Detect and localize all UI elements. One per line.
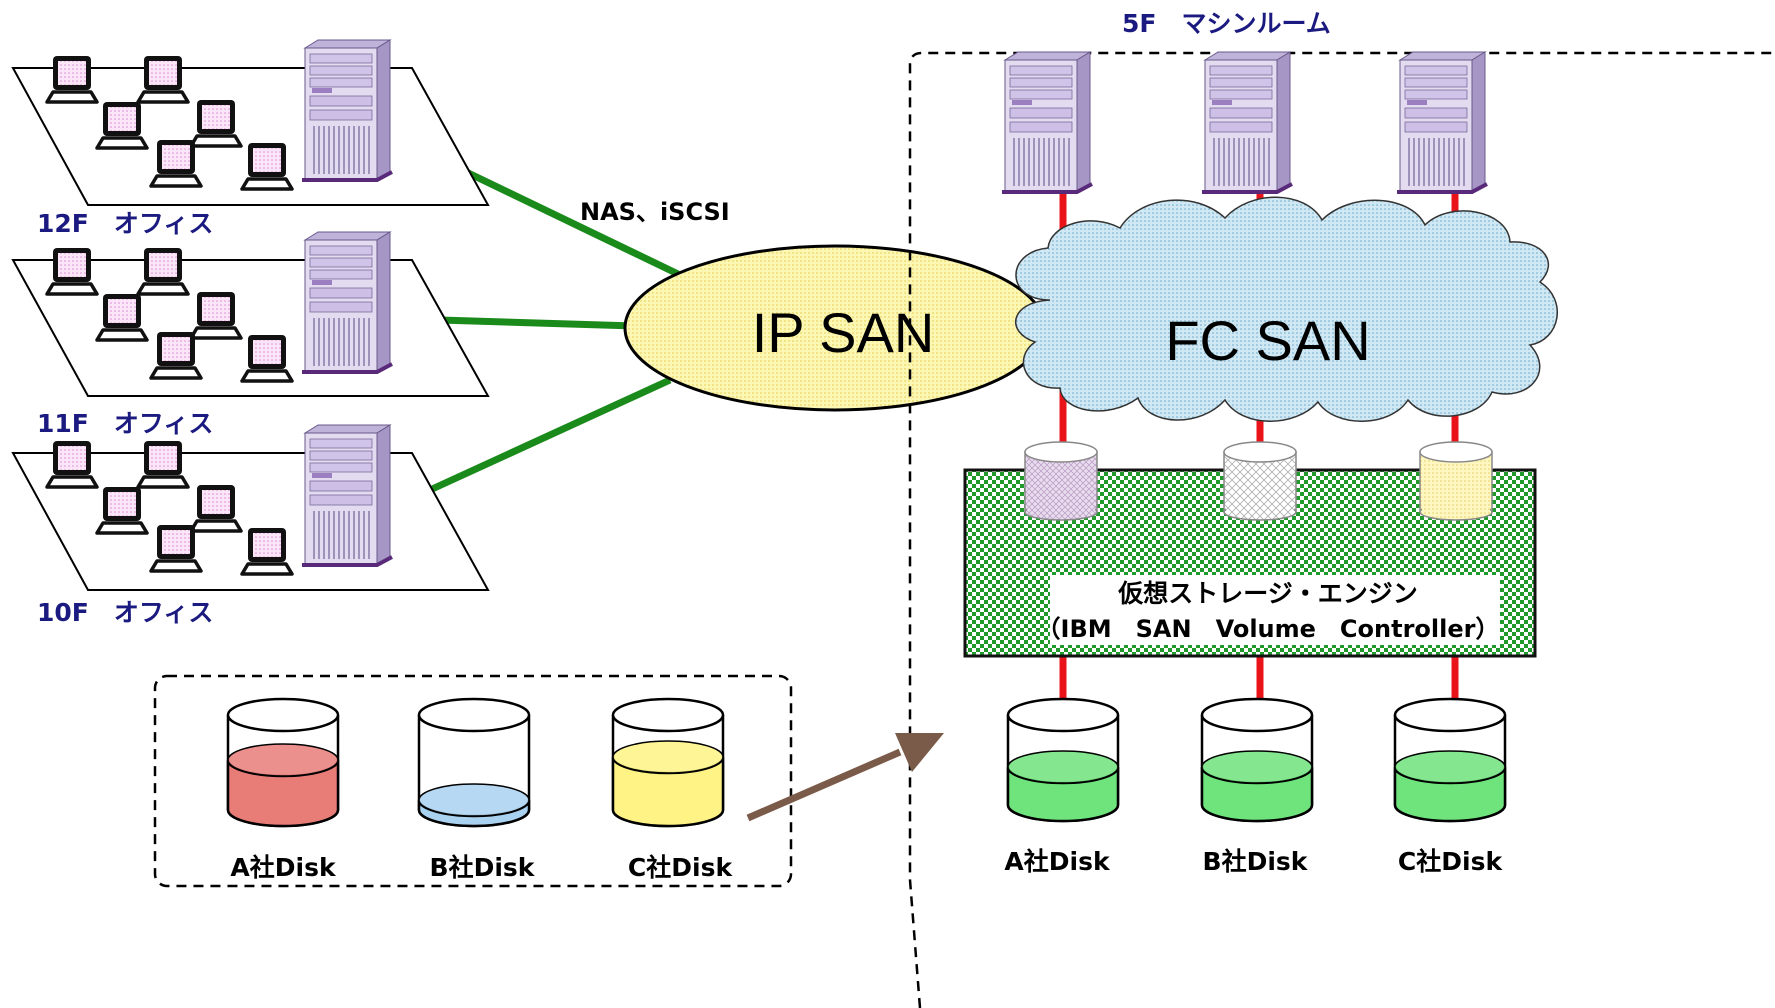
link-10f-ip-san: [428, 376, 672, 494]
disk-cylinder-icon: [1200, 697, 1314, 823]
floor-label: 12F オフィス: [37, 209, 213, 238]
protocol-label: NAS、iSCSI: [580, 198, 730, 226]
disk-label: C社Disk: [628, 853, 734, 882]
server-icon: [1200, 50, 1294, 194]
engine-title: 仮想ストレージ・エンジン: [1117, 579, 1418, 608]
server-icon: [300, 38, 394, 182]
legacy-disk-group: [153, 674, 793, 888]
disk-label: B社Disk: [430, 853, 536, 882]
engine-label-panel: [1050, 575, 1500, 645]
ip-san-label: IP SAN: [752, 301, 935, 364]
floor-label: 11F オフィス: [37, 409, 213, 438]
floor-10f: 10F オフィス: [11, 423, 490, 627]
disk-cylinder-icon: [1006, 697, 1120, 823]
engine-subtitle: （IBM SAN Volume Controller）: [1037, 615, 1500, 643]
machine-room-boundary: [908, 51, 1775, 1008]
fc-san-cloud: [1015, 196, 1558, 422]
disk-label: A社Disk: [1004, 847, 1111, 876]
disk-cylinder-icon: [1393, 697, 1507, 823]
disk-cylinder-icon: [417, 697, 531, 828]
migration-arrow: [746, 733, 944, 822]
server-icon: [1395, 50, 1489, 194]
fc-san: FC SAN: [1015, 196, 1558, 422]
floor-12f: 12F オフィス: [11, 38, 490, 238]
server-icon: [300, 230, 394, 374]
link-11f-ip-san: [439, 316, 636, 330]
floor-label: 10F オフィス: [37, 598, 213, 627]
virtual-disk: [1419, 441, 1493, 521]
machine-room-label: 5F マシンルーム: [1122, 9, 1331, 38]
disk-cylinder-icon: [611, 697, 725, 828]
ip-san: IP SAN: [623, 244, 1047, 412]
server-icon: [1000, 50, 1094, 194]
disk-cylinder-icon: [226, 697, 340, 828]
disk-label: A社Disk: [230, 853, 337, 882]
ip-links: [428, 166, 680, 494]
server-icon: [300, 423, 394, 567]
disk-label: C社Disk: [1398, 847, 1504, 876]
virtual-disk: [1024, 441, 1098, 521]
fc-san-label: FC SAN: [1165, 309, 1370, 372]
link-12f-ip-san: [460, 166, 680, 278]
virtual-disk: [1223, 441, 1297, 521]
disk-label: B社Disk: [1203, 847, 1309, 876]
floor-11f: 11F オフィス: [11, 230, 490, 438]
